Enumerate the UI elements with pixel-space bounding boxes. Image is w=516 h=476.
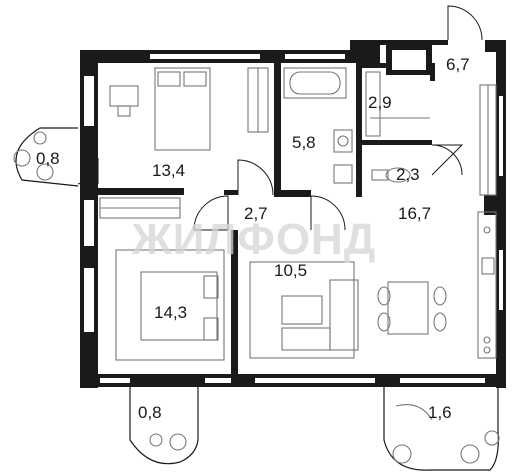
doors xyxy=(77,5,483,231)
area-hall: 2,7 xyxy=(244,204,268,223)
watermark: ЖИЛФОНД xyxy=(131,215,376,264)
balcony-bottom-right-outline xyxy=(383,384,500,471)
area-bedroom-1: 13,4 xyxy=(152,161,185,180)
area-bathroom: 5,8 xyxy=(292,133,316,152)
area-wc: 2,3 xyxy=(396,165,420,184)
area-entry-closet: 6,7 xyxy=(446,55,470,74)
area-bedroom-2: 14,3 xyxy=(154,303,187,322)
balcony-bottom-left-outline xyxy=(129,384,199,465)
furniture xyxy=(99,67,497,361)
area-kitchen-living: 16,7 xyxy=(398,204,431,223)
balcony-left-outline xyxy=(13,127,79,187)
interior-walls xyxy=(98,45,496,374)
area-balcony-left: 0,8 xyxy=(36,149,60,168)
area-storage: 2,9 xyxy=(368,93,392,112)
area-living: 10,5 xyxy=(274,261,307,280)
exterior-walls xyxy=(80,40,506,388)
area-balcony-bottom-left: 0,8 xyxy=(138,403,162,422)
area-balcony-bottom-right: 1,6 xyxy=(428,403,452,422)
